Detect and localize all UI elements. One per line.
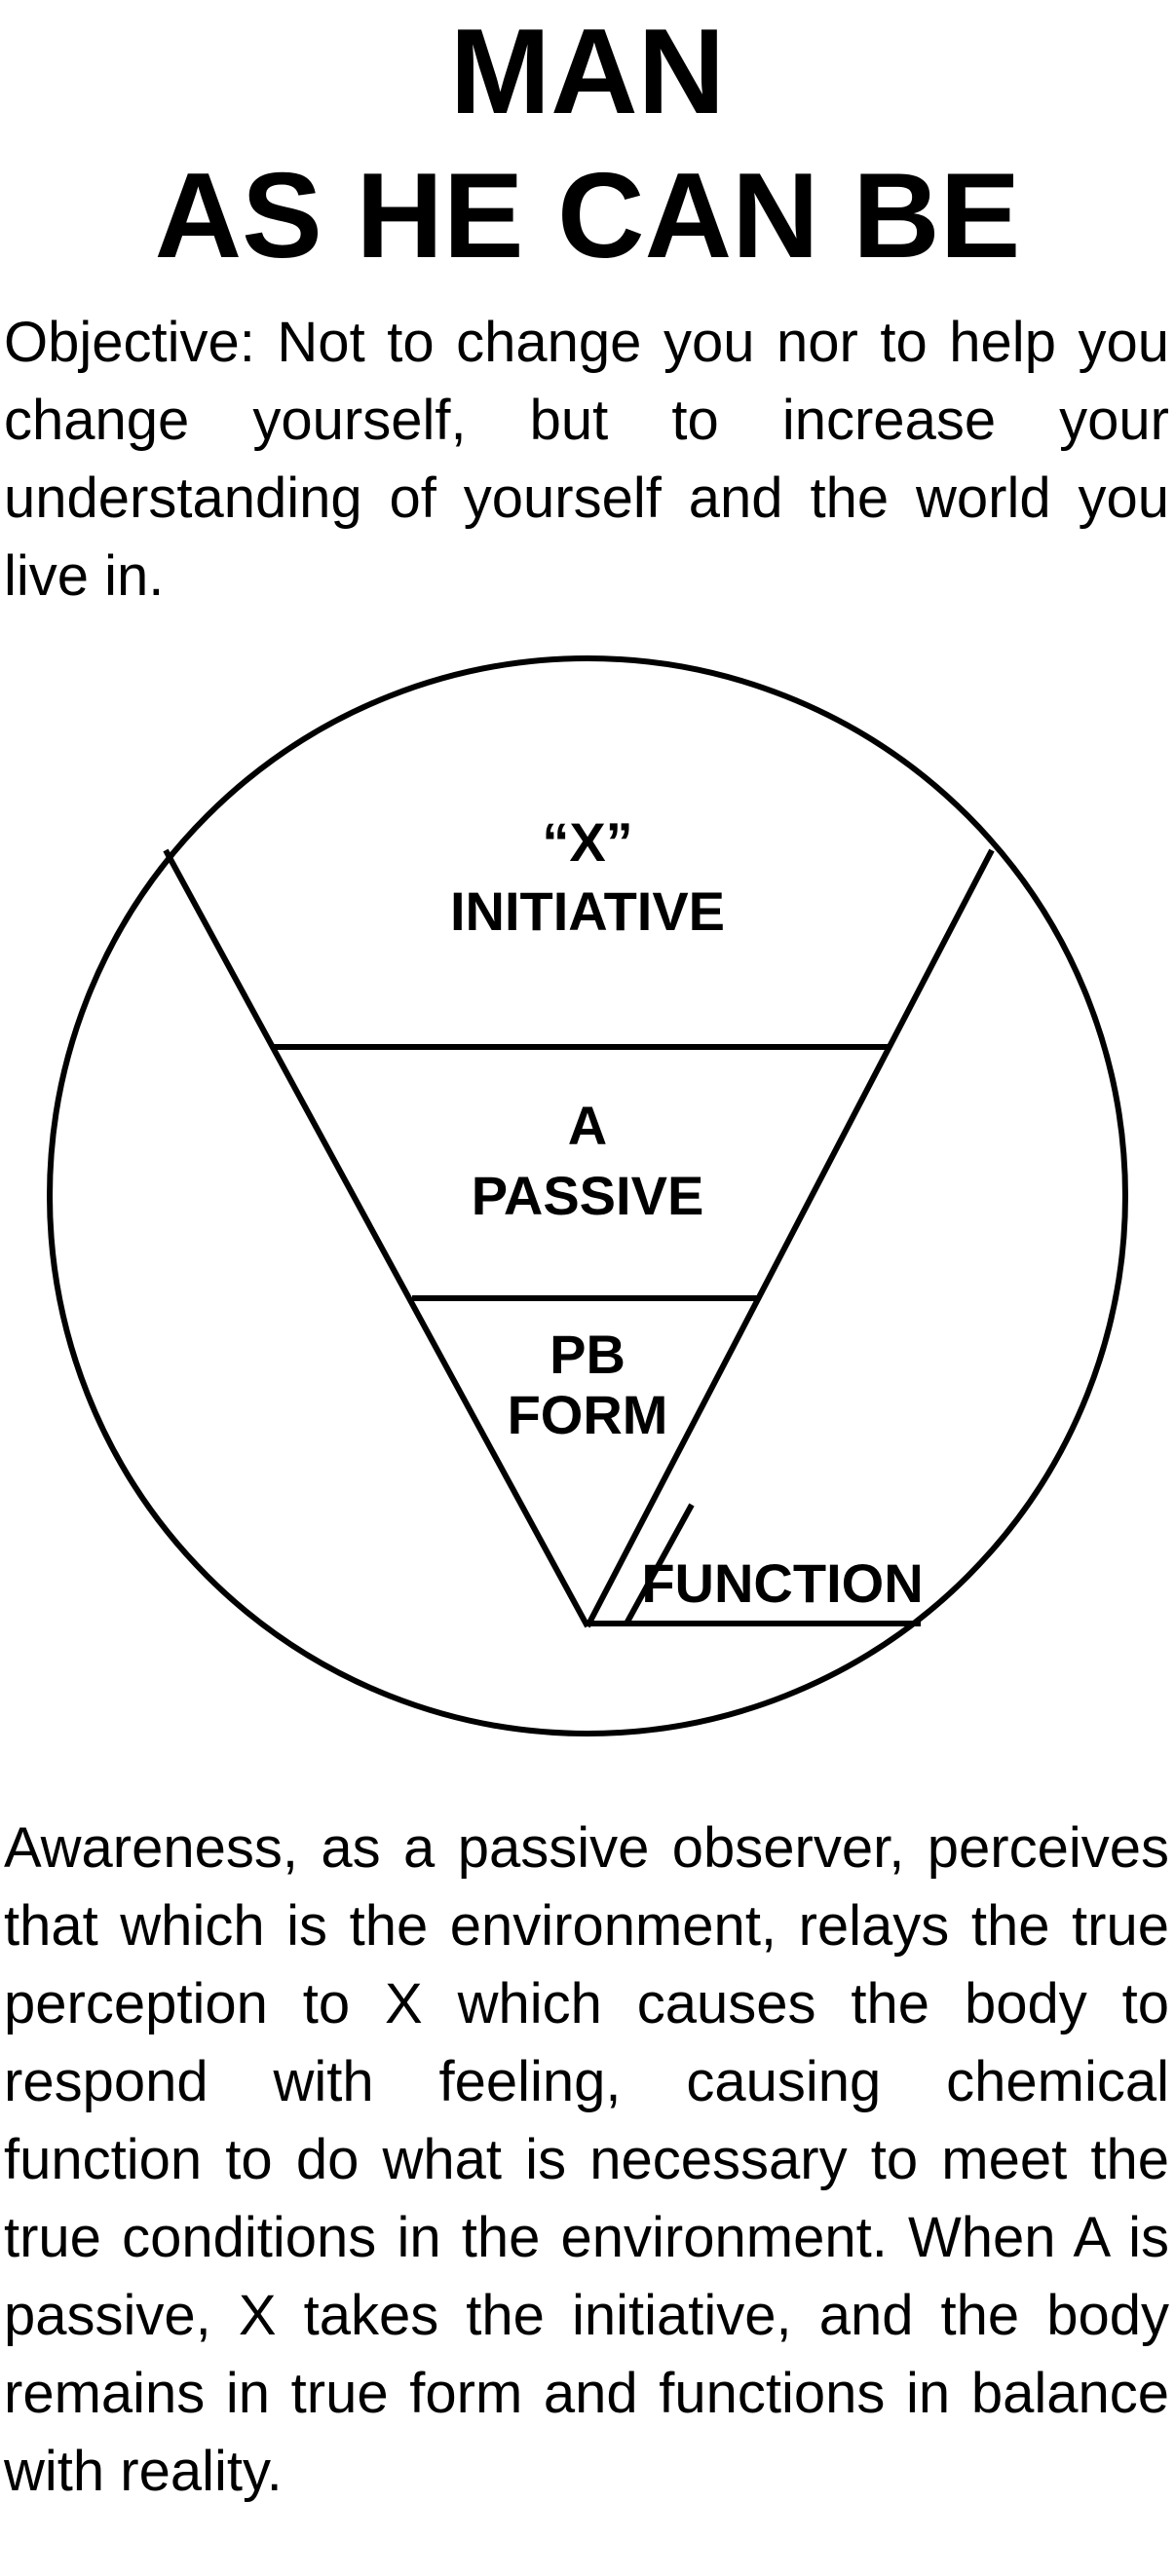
initiative-label: INITIATIVE xyxy=(450,880,725,942)
outer-circle xyxy=(47,655,1128,1736)
objective-paragraph: Objective: Not to change you nor to help… xyxy=(4,311,1169,608)
a-label: A xyxy=(568,1095,607,1156)
title-line-man: MAN xyxy=(449,5,726,139)
x-label: “X” xyxy=(542,811,632,873)
pb-label: PB xyxy=(550,1324,625,1385)
function-slash-line xyxy=(624,1503,695,1625)
triangle-right-edge xyxy=(585,848,995,1628)
triangle-left-edge xyxy=(163,848,590,1628)
awareness-paragraph: Awareness, as a passive observer, percei… xyxy=(4,1816,1169,2503)
function-label: FUNCTION xyxy=(641,1552,923,1614)
passive-label: PASSIVE xyxy=(472,1165,704,1226)
form-label: FORM xyxy=(508,1384,668,1445)
title-line-as-he-can-be: AS HE CAN BE xyxy=(154,149,1021,283)
